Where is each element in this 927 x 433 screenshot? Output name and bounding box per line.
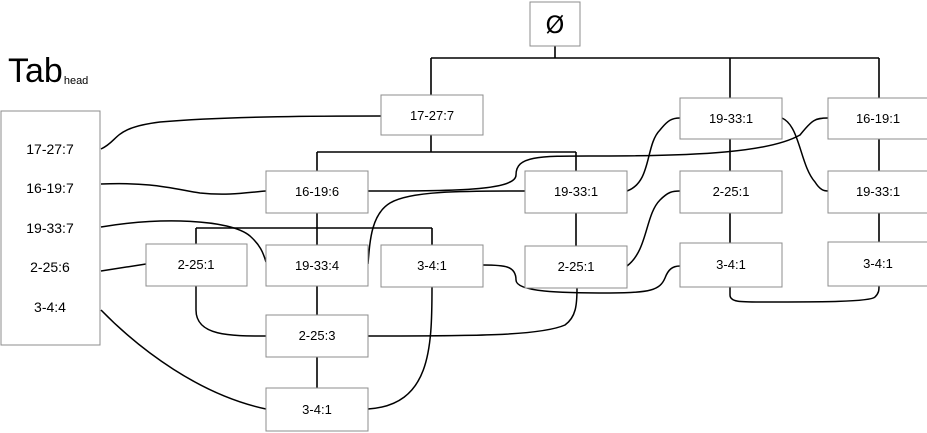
node-links (100, 115, 880, 410)
tree-edges (195, 46, 880, 388)
svg-text:3-4:1: 3-4:1 (417, 258, 447, 273)
link-3-4-1-bottom-to-3-4-1 (367, 286, 433, 410)
svg-text:2-25:1: 2-25:1 (713, 184, 750, 199)
link-3-4-1-to-3-4-1 (482, 264, 681, 294)
tree-node: 3-4:1 (380, 244, 484, 288)
tree-nodes: 17-27:7 19-33:1 16-19:1 16-19:6 19-33:1 … (145, 94, 927, 432)
svg-text:19-33:1: 19-33:1 (709, 111, 753, 126)
tree-node: 2-25:1 (145, 243, 248, 287)
link-19-33-1-to-19-33-1 (626, 117, 681, 192)
header-entry: 16-19:7 (26, 180, 74, 196)
link-2-25-1-to-2-25-1 (626, 190, 681, 267)
header-entry: 3-4:4 (34, 299, 66, 315)
tree-node: 16-19:6 (265, 170, 369, 214)
root-label: Ø (546, 11, 565, 39)
link-3-4-1-to-3-4-1-right (729, 285, 880, 303)
link-header-3-4 (100, 309, 267, 410)
link-header-19-33 (100, 220, 267, 263)
link-2-25-3-to-2-25-1 (367, 287, 578, 337)
svg-text:2-25:1: 2-25:1 (558, 259, 595, 274)
svg-text:3-4:1: 3-4:1 (863, 256, 893, 271)
tree-node: 3-4:1 (827, 241, 927, 287)
edge-16-19-6-children (195, 213, 433, 245)
link-2-25-1-to-2-25-3 (195, 286, 267, 337)
edge-17-27-children (316, 134, 577, 171)
tree-node: 16-19:1 (827, 97, 927, 140)
header-entry: 2-25:6 (30, 259, 70, 275)
svg-text:19-33:1: 19-33:1 (856, 184, 900, 199)
link-header-16-19 (100, 182, 267, 195)
tree-node: 17-27:7 (380, 94, 484, 136)
svg-text:16-19:6: 16-19:6 (295, 184, 339, 199)
title-main: Tab (8, 52, 63, 90)
header-entry: 19-33:7 (26, 220, 74, 236)
tree-node: 19-33:1 (827, 170, 927, 214)
link-header-17-27 (100, 115, 382, 150)
svg-text:2-25:1: 2-25:1 (178, 257, 215, 272)
tree-node: 2-25:1 (679, 170, 783, 214)
header-table-box (0, 110, 101, 346)
svg-text:16-19:1: 16-19:1 (856, 111, 900, 126)
root-node: Ø (529, 1, 581, 47)
svg-text:2-25:3: 2-25:3 (299, 328, 336, 343)
tree-node: 3-4:1 (265, 387, 369, 432)
header-table: 17-27:7 16-19:7 19-33:7 2-25:6 3-4:4 (0, 110, 101, 346)
tree-node: 2-25:3 (265, 314, 369, 358)
svg-text:3-4:1: 3-4:1 (716, 257, 746, 272)
title: Tabhead (8, 52, 88, 90)
header-entry: 17-27:7 (26, 141, 74, 157)
svg-text:3-4:1: 3-4:1 (302, 402, 332, 417)
title-subscript: head (64, 75, 88, 87)
link-19-33-4-to-19-33-1 (367, 190, 526, 265)
tree-node: 19-33:4 (265, 244, 369, 287)
tree-node: 19-33:1 (679, 97, 783, 140)
tree-node: 3-4:1 (679, 242, 783, 288)
tree-node: 19-33:1 (524, 170, 628, 214)
svg-text:17-27:7: 17-27:7 (410, 108, 454, 123)
edge-root-level1 (430, 46, 880, 98)
svg-text:19-33:4: 19-33:4 (295, 258, 339, 273)
link-header-2-25 (100, 263, 147, 272)
link-16-19-6-to-16-19-1 (367, 117, 829, 192)
svg-text:19-33:1: 19-33:1 (554, 184, 598, 199)
tree-node: 2-25:1 (524, 245, 628, 289)
link-19-33-1-to-19-33-1-right (781, 117, 829, 192)
